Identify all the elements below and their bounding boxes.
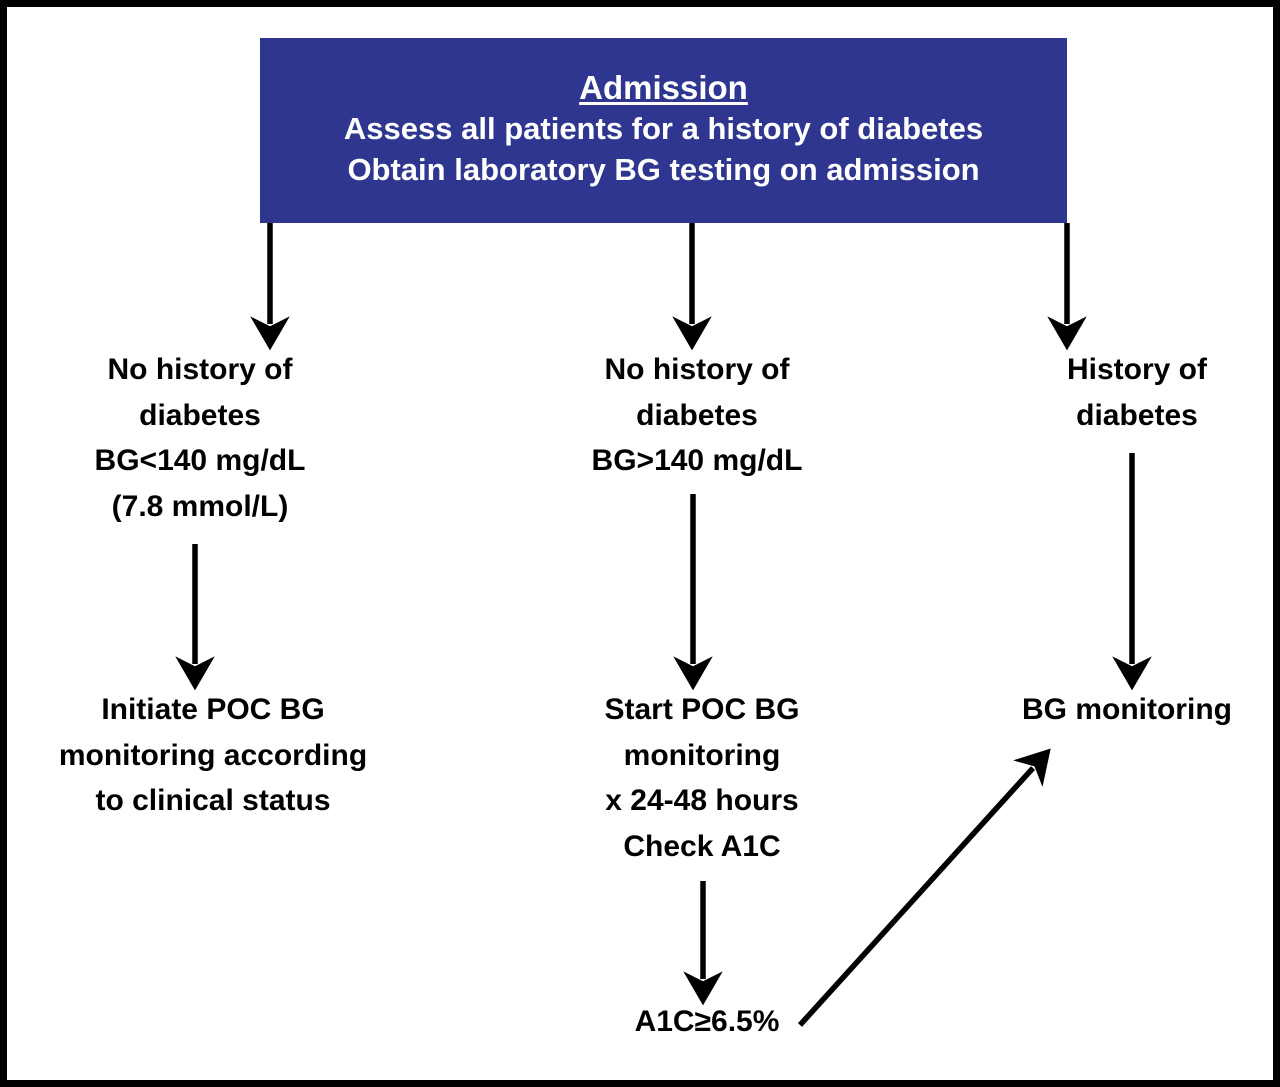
right-branch-condition: History of diabetes <box>1066 353 1207 432</box>
flowchart-stage: Admission Assess all patients for a hist… <box>7 7 1273 1080</box>
right-branch-action: BG monitoring <box>1022 693 1232 726</box>
middle-branch-action: Start POC BG monitoring x 24-48 hours Ch… <box>604 693 800 863</box>
header-title: Admission <box>579 68 748 106</box>
left-branch-action: Initiate POC BG monitoring according to … <box>58 693 368 818</box>
header-instruction-assess: Assess all patients for a history of dia… <box>343 110 984 146</box>
header-instruction-obtain: Obtain laboratory BG testing on admissio… <box>347 152 980 188</box>
middle-branch-result: A1C≥6.5% <box>634 1005 780 1038</box>
left-branch-condition: No history of diabetes BG<140 mg/dL (7.8… <box>94 353 306 523</box>
middle-branch-condition: No history of diabetes BG>140 mg/dL <box>591 353 803 478</box>
admission-header-box: Admission Assess all patients for a hist… <box>260 38 1067 223</box>
